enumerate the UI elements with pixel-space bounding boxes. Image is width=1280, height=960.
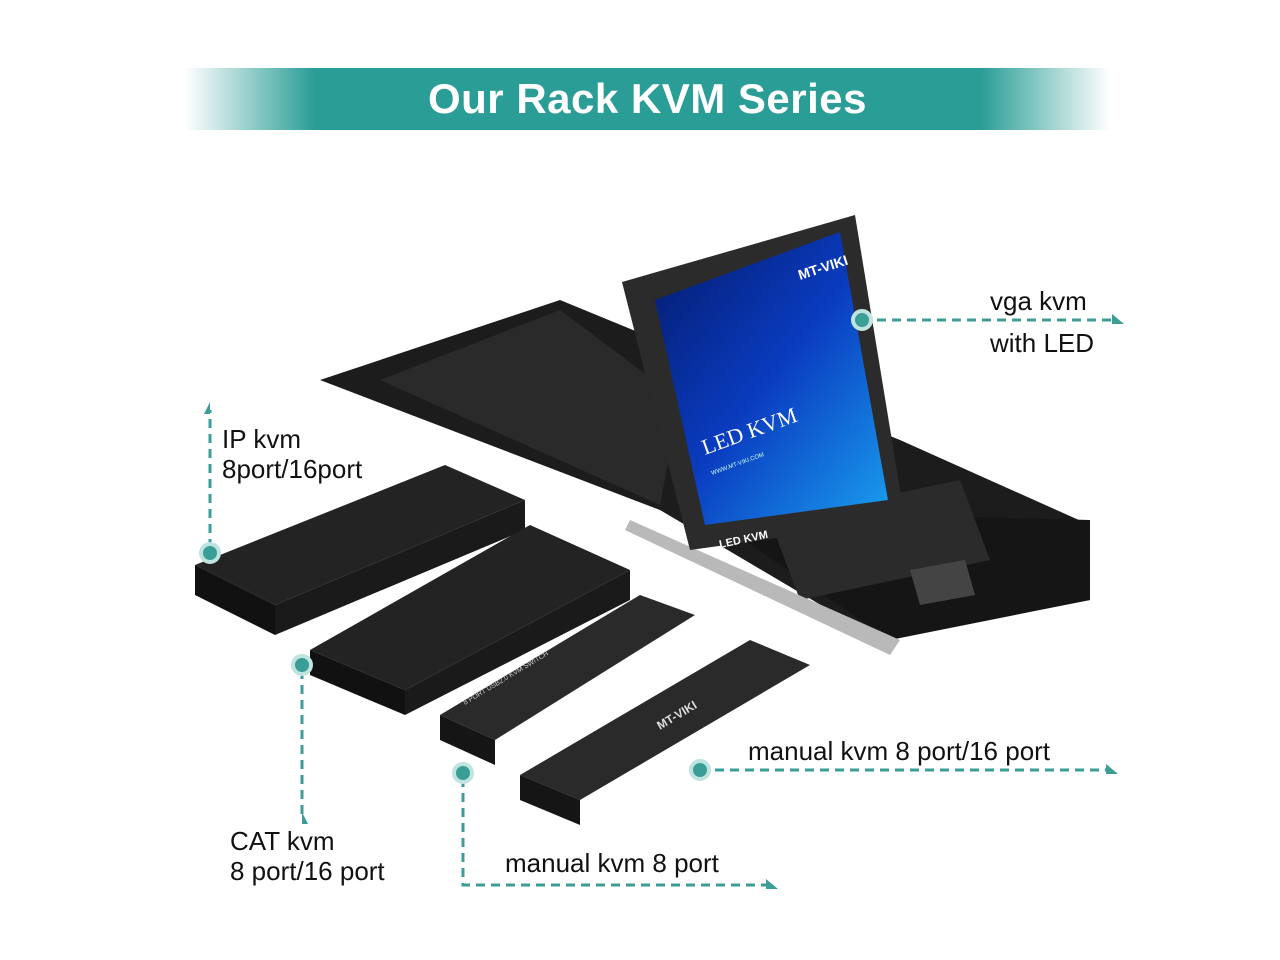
title-banner: Our Rack KVM Series <box>185 68 1110 130</box>
vga-kvm-label: vga kvm with LED <box>990 286 1094 358</box>
label-line: with LED <box>990 328 1095 358</box>
cat-kvm-label: CAT kvm 8 port/16 port <box>230 826 385 886</box>
monitor-screen <box>655 232 888 525</box>
label-line: CAT kvm <box>230 826 335 856</box>
ip-kvm-device <box>195 465 525 635</box>
manual-kvm-16-label: manual kvm 8 port/16 port <box>748 736 1051 766</box>
callout-arrows <box>204 314 1124 889</box>
lcd-monitor: MT-VIKI LED KVM WWW.MT-VIKI.COM LED KVM <box>622 215 905 551</box>
label-line: 8 port/16 port <box>230 856 385 886</box>
touchpad <box>910 560 975 605</box>
page-title: Our Rack KVM Series <box>427 75 867 122</box>
label-line: IP kvm <box>222 424 301 454</box>
callout-dots <box>199 309 873 784</box>
manual-kvm-16-device: MT-VIKI <box>520 640 810 825</box>
label-line: 8port/16port <box>222 454 363 484</box>
callout-lines <box>208 318 1115 887</box>
ip-kvm-label: IP kvm 8port/16port <box>222 424 362 484</box>
label-line: vga kvm <box>990 286 1087 316</box>
slide-rail <box>625 520 900 655</box>
manual-kvm-8-label: manual kvm 8 port <box>505 848 719 878</box>
cat-kvm-device <box>310 525 630 715</box>
